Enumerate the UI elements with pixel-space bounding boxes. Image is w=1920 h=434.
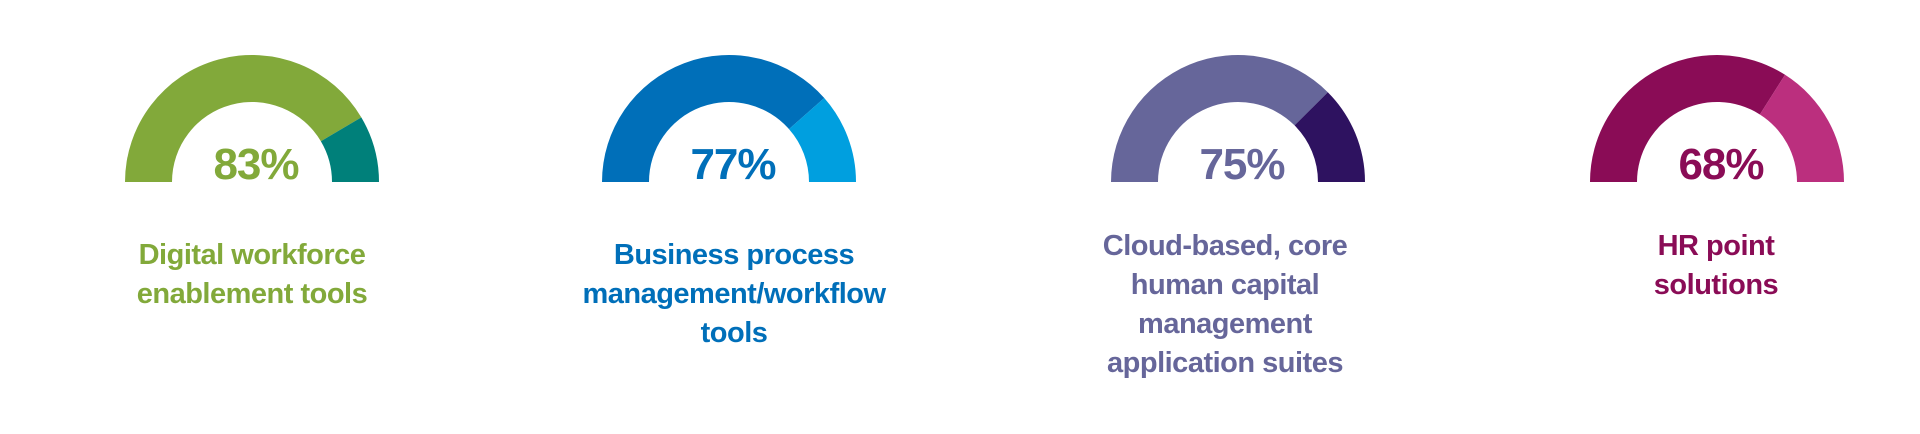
gauge-remainder-arc [789, 98, 856, 182]
gauge-3: 68% [1590, 54, 1844, 189]
label-line: management [1138, 308, 1312, 340]
label-line: human capital [1130, 269, 1320, 301]
gauge-remainder-arc [1294, 92, 1365, 182]
gauge-value-label: 68% [1678, 140, 1763, 189]
label-line: management/workflow [582, 278, 886, 310]
label-line: Digital workforce [138, 239, 366, 271]
gauge-value-arc [125, 54, 362, 182]
label-line: HR point [1657, 230, 1775, 262]
gauge-label-2: Cloud-based, core human capital manageme… [1015, 227, 1435, 383]
gauge-value-label: 83% [213, 140, 298, 189]
label-line: enablement tools [136, 278, 368, 310]
gauge-remainder-arc [1759, 74, 1844, 182]
gauge-2: 75% [1111, 55, 1365, 189]
gauge-value-arc [1590, 54, 1786, 183]
gauge-value-arc [602, 55, 825, 182]
label-line: tools [700, 317, 768, 349]
gauge-1: 77% [602, 55, 856, 189]
gauge-label-3: HR point solutions [1506, 227, 1920, 305]
gauge-label-1: Business process management/workflow too… [524, 236, 944, 353]
gauge-value-label: 77% [690, 140, 775, 189]
label-line: Cloud-based, core [1102, 230, 1348, 262]
gauge-remainder-arc [320, 117, 379, 182]
label-line: application suites [1107, 347, 1343, 379]
gauge-value-arc [1111, 55, 1328, 182]
gauge-value-label: 75% [1199, 140, 1284, 189]
gauge-label-0: Digital workforce enablement tools [42, 236, 462, 314]
label-line: Business process [613, 239, 855, 271]
label-line: solutions [1653, 269, 1779, 301]
gauge-0: 83% [125, 54, 379, 189]
